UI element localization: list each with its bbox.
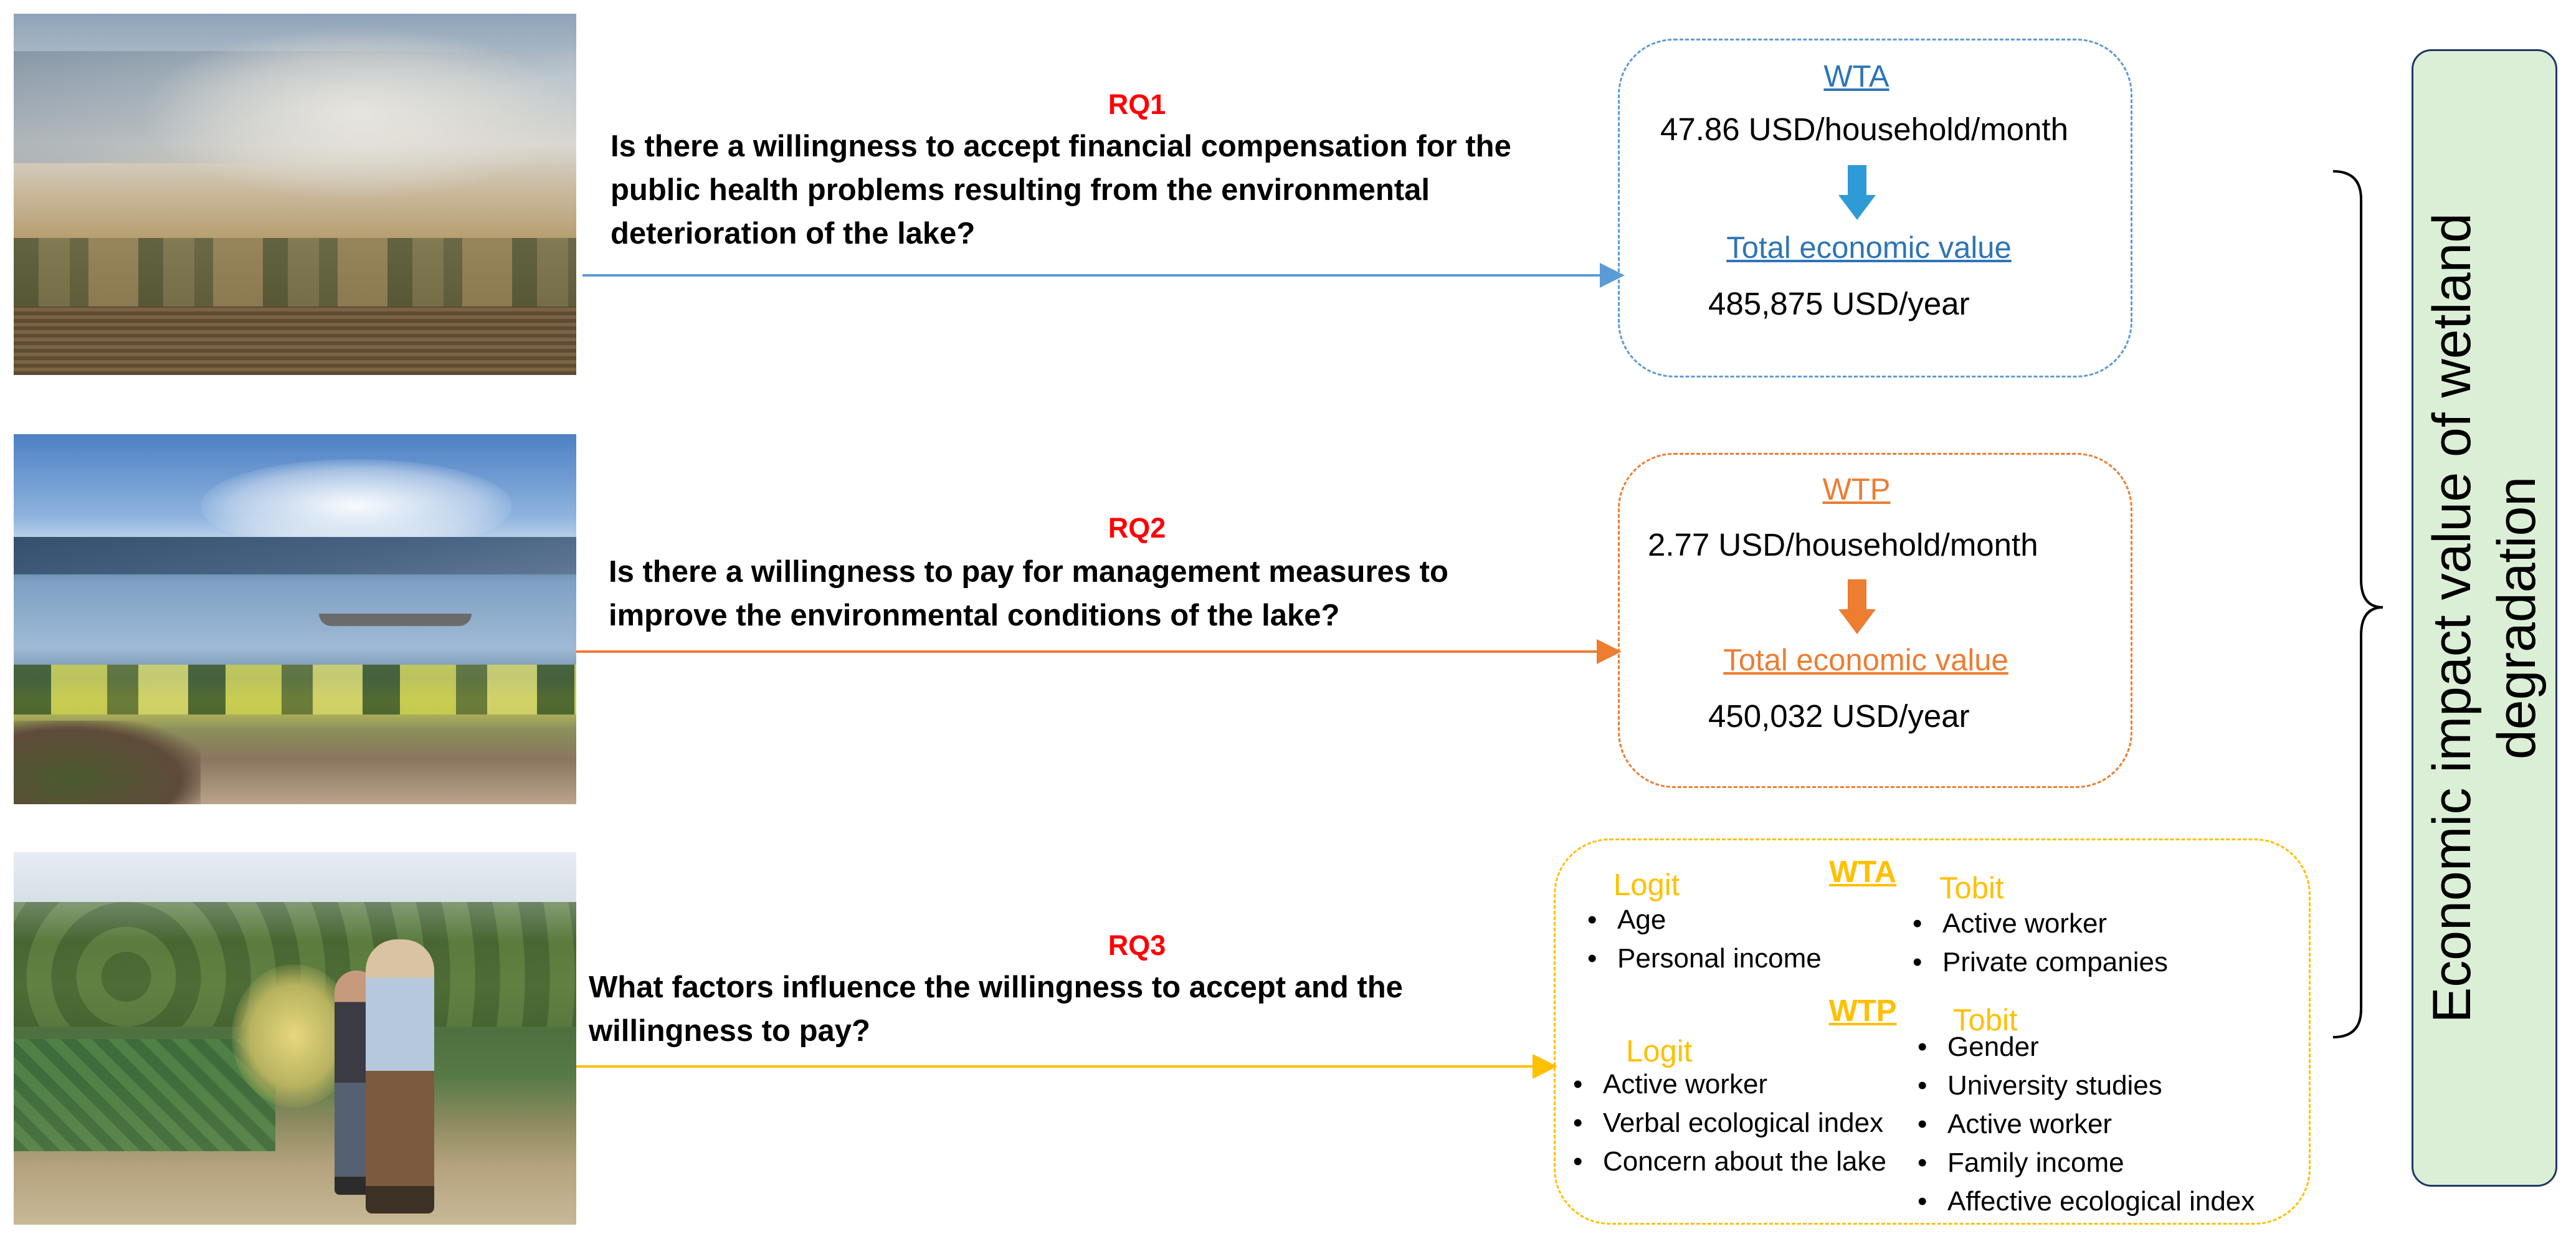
- rq1-line-3: deterioration of the lake?: [611, 217, 976, 250]
- list-item: Affective ecological index: [1918, 1182, 2255, 1221]
- rq3-line-2: willingness to pay?: [589, 1014, 870, 1048]
- rq2-label: RQ2: [1108, 512, 1166, 544]
- economic-impact-line-1: Economic impact value of wetland: [2422, 212, 2482, 1023]
- rq1-line-1: Is there a willingness to accept financi…: [611, 130, 1511, 163]
- list-item: Gender: [1918, 1028, 2255, 1066]
- photo-researchers: [14, 852, 576, 1225]
- list-item: Concern about the lake: [1573, 1142, 1886, 1181]
- rq2-question: Is there a willingness to pay for manage…: [609, 550, 1605, 637]
- wta-tobit-list: Active worker Private companies: [1913, 905, 2168, 982]
- wtp-heading: WTP: [1822, 473, 1891, 506]
- wtp-value: 2.77 USD/household/month: [1648, 527, 2038, 563]
- list-item: Personal income: [1587, 939, 1822, 978]
- photo-dust-storm: [14, 14, 576, 375]
- factors-box: [1554, 838, 2311, 1225]
- rq1-question: Is there a willingness to accept financi…: [611, 125, 1607, 255]
- wta-total-value: 485,875 USD/year: [1708, 286, 1970, 321]
- list-item: Private companies: [1913, 943, 2168, 982]
- list-item: Age: [1587, 901, 1822, 939]
- rq2-line-1: Is there a willingness to pay for manage…: [609, 555, 1448, 589]
- factors-wtp-heading: WTP: [1828, 994, 1897, 1028]
- list-item: Active worker: [1913, 905, 2168, 943]
- arrow-down-blue-icon: [1838, 165, 1876, 220]
- rq1-label: RQ1: [1108, 88, 1166, 120]
- wta-tobit-label: Tobit: [1939, 871, 2004, 905]
- rq3-line-1: What factors influence the willingness t…: [589, 971, 1403, 1004]
- wta-logit-label: Logit: [1614, 868, 1680, 902]
- rq2-line-2: improve the environmental conditions of …: [609, 599, 1340, 632]
- wta-value: 47.86 USD/household/month: [1660, 112, 2068, 147]
- arrow-down-orange-icon: [1838, 579, 1876, 634]
- list-item: Family income: [1918, 1144, 2255, 1182]
- photo-lake-boat: [14, 434, 576, 804]
- wta-total-label: Total economic value: [1726, 231, 2012, 265]
- list-item: Verbal ecological index: [1573, 1104, 1886, 1142]
- wtp-tobit-list: Gender University studies Active worker …: [1918, 1028, 2255, 1221]
- economic-impact-title: Economic impact value of wetland degrada…: [2420, 64, 2549, 1172]
- wtp-logit-label: Logit: [1626, 1035, 1693, 1068]
- factors-wta-heading: WTA: [1829, 855, 1896, 889]
- rq1-line-2: public health problems resulting from th…: [611, 173, 1430, 207]
- rq3-question: What factors influence the willingness t…: [589, 966, 1585, 1053]
- list-item: University studies: [1918, 1066, 2255, 1105]
- wtp-total-value: 450,032 USD/year: [1708, 698, 1970, 734]
- wta-result-box: [1618, 39, 2132, 377]
- economic-impact-panel: Economic impact value of wetland degrada…: [2412, 49, 2557, 1187]
- wtp-logit-list: Active worker Verbal ecological index Co…: [1573, 1065, 1886, 1181]
- rq3-label: RQ3: [1108, 929, 1166, 961]
- grouping-bracket: [2332, 170, 2384, 1038]
- list-item: Active worker: [1918, 1105, 2255, 1144]
- wtp-result-box: [1618, 453, 2132, 788]
- wta-heading: WTA: [1823, 60, 1889, 93]
- economic-impact-line-2: degradation: [2487, 476, 2547, 760]
- wta-logit-list: Age Personal income: [1587, 901, 1822, 978]
- list-item: Active worker: [1573, 1065, 1886, 1104]
- wtp-total-label: Total economic value: [1723, 643, 2008, 677]
